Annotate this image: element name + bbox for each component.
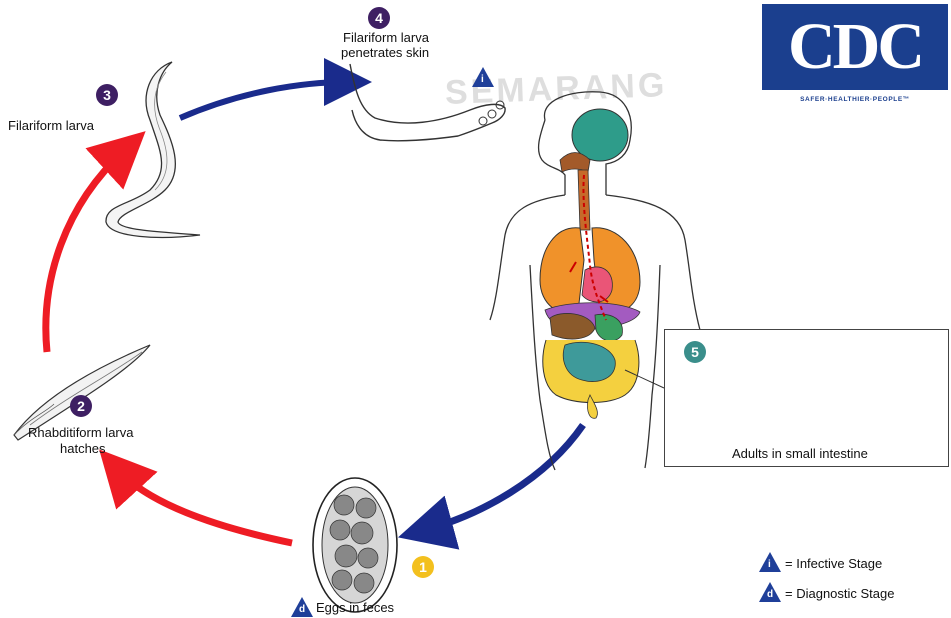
stage-4-label-line2: penetrates skin [341,45,429,60]
egg-drawing [313,478,397,612]
arrow-intestine-to-eggs [425,425,583,530]
stage-2-number: 2 [70,395,92,417]
stage-4-label-line1: Filariform larva [343,30,429,45]
stage-2-label-line2: hatches [60,441,106,456]
stage-4-infective-letter: i [481,74,484,85]
cdc-logo-text: CDC [768,8,942,86]
legend-diagnostic-text: = Diagnostic Stage [785,586,894,601]
legend-diagnostic-letter: d [767,589,773,600]
stage-3-number: 3 [96,84,118,106]
legend-infective-text: = Infective Stage [785,556,882,571]
stage-1-number: 1 [412,556,434,578]
stage-3-label: Filariform larva [8,118,94,133]
stage-2-label-line1: Rhabditiform larva [28,425,134,440]
arrow-eggs-to-rhabditiform [118,470,292,543]
filariform-larva-drawing [106,62,200,237]
organs-drawing [540,109,640,418]
stage-5-number: 5 [684,341,706,363]
cdc-tagline: SAFER·HEALTHIER·PEOPLE™ [762,96,948,103]
legend-infective-letter: i [768,559,771,570]
cdc-logo: CDC SAFER·HEALTHIER·PEOPLE™ [762,4,948,104]
arrow-rhabditiform-to-filariform [46,150,125,352]
stage-1-label: Eggs in feces [316,600,394,615]
stage-4-number: 4 [368,7,390,29]
stage-1-diagnostic-letter: d [299,604,305,615]
arrow-filariform-to-skin [180,82,348,118]
stage-5-label: Adults in small intestine [732,446,868,461]
cdc-logo-box: CDC [762,4,948,90]
